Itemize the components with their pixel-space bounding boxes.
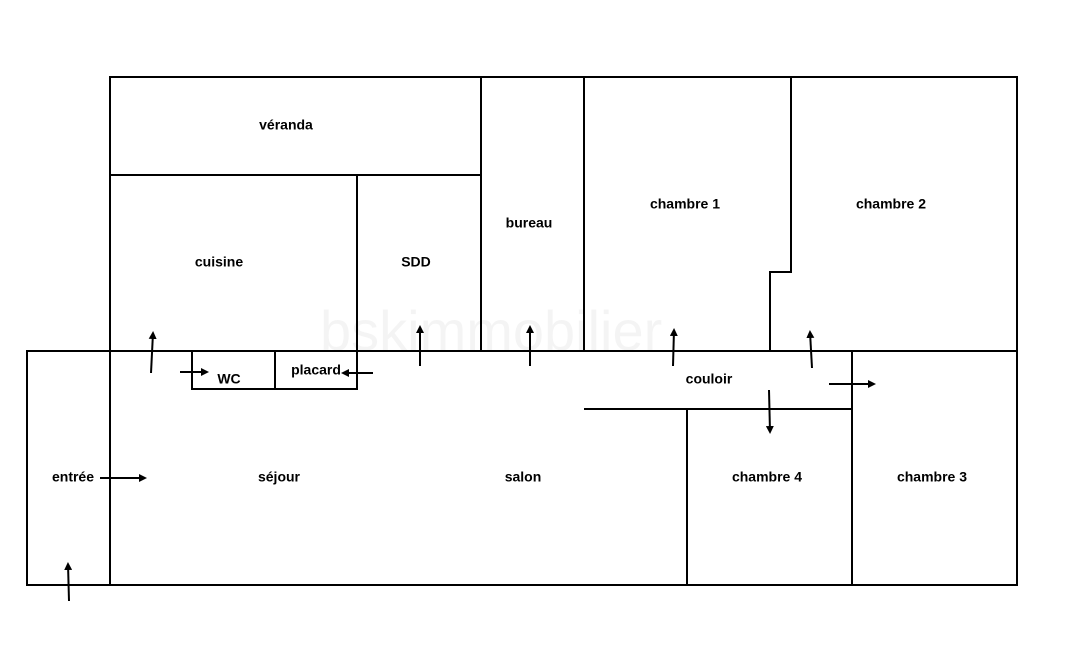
room-label-salon: salon	[505, 469, 542, 485]
room-label-chambre4: chambre 4	[732, 469, 802, 485]
room-label-chambre1: chambre 1	[650, 196, 720, 212]
arrow-chambre2-icon	[806, 330, 815, 369]
arrow-chambre4-icon	[765, 389, 774, 434]
room-label-placard: placard	[291, 362, 341, 378]
room-label-sdd: SDD	[401, 254, 431, 270]
room-label-chambre2: chambre 2	[856, 196, 926, 212]
arrow-chambre1-icon	[669, 328, 678, 367]
door-arrows	[64, 325, 876, 602]
room-label-wc: WC	[217, 371, 240, 387]
watermark: bskimmobilier	[320, 299, 662, 362]
arrow-entry-icon	[64, 562, 73, 602]
room-label-couloir: couloir	[686, 371, 733, 387]
room-label-chambre3: chambre 3	[897, 469, 967, 485]
room-label-veranda: véranda	[259, 117, 313, 133]
room-label-bureau: bureau	[506, 215, 553, 231]
room-labels: véranda cuisine SDD bureau chambre 1 cha…	[52, 117, 967, 485]
walls	[26, 76, 1018, 586]
room-label-cuisine: cuisine	[195, 254, 243, 270]
arrow-cuisine-icon	[148, 331, 157, 374]
room-label-sejour: séjour	[258, 469, 301, 485]
room-label-entree: entrée	[52, 469, 94, 485]
